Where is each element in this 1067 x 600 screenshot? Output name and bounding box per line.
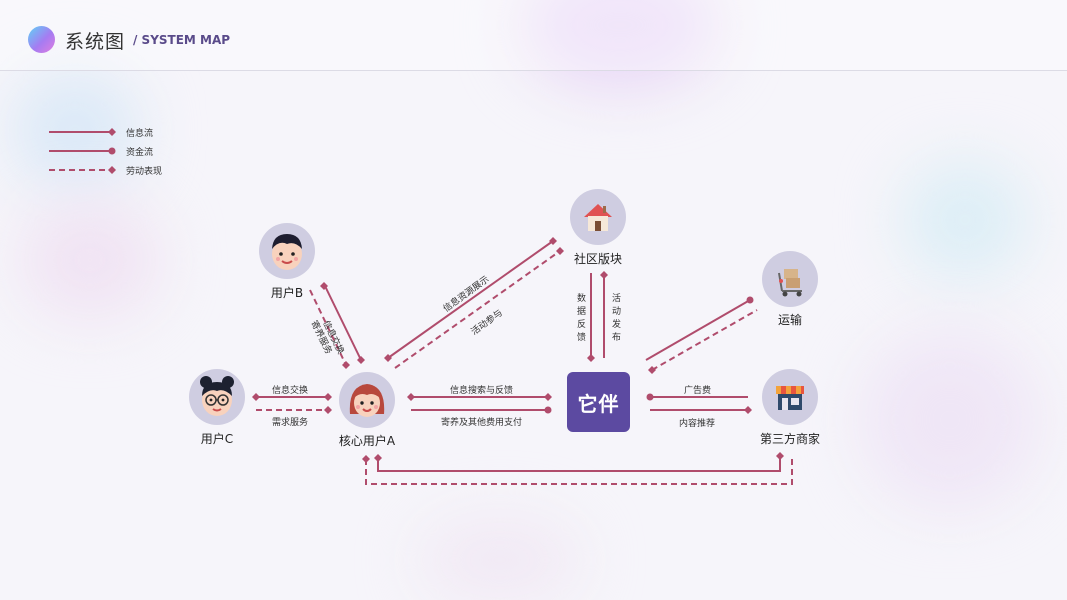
edge-label-c-info: 信息交换 — [272, 386, 309, 396]
page-subtitle: / SYSTEM MAP — [133, 33, 231, 47]
house-icon — [570, 189, 626, 245]
diamond-marker — [544, 393, 552, 401]
diamond-marker — [342, 361, 350, 369]
girl-glasses-face-icon — [189, 369, 245, 425]
diamond-marker — [549, 237, 557, 245]
storefront-icon — [762, 369, 818, 425]
edge-bottom-labor — [365, 456, 793, 485]
edge-label-c-demand: 需求服务 — [272, 418, 309, 428]
diamond-marker — [324, 393, 332, 401]
edge-label-activity-publish: 活动发布 — [612, 294, 622, 343]
logo-dot-icon — [28, 26, 55, 53]
edge-a-activity — [394, 250, 561, 369]
circle-marker — [544, 406, 552, 414]
node-label-core-user: 核心用户A — [338, 434, 396, 448]
legend-label-info: 信息流 — [126, 129, 154, 139]
edge-label-ad-fee: 广告费 — [684, 386, 712, 396]
legend-circle-marker — [108, 147, 116, 155]
legend-diamond-marker — [108, 166, 116, 174]
edge-transport-labor — [651, 309, 758, 371]
edge-label-a-payment: 寄养及其他费用支付 — [441, 418, 523, 428]
diamond-marker — [384, 354, 392, 362]
edge-transport-info — [645, 299, 751, 361]
node-label-user-c: 用户C — [200, 432, 234, 446]
circle-marker — [746, 296, 754, 304]
edge-b-foster — [309, 289, 347, 366]
header-bar: 系统图 / SYSTEM MAP — [0, 0, 1067, 71]
diamond-marker — [600, 271, 608, 279]
diamond-marker — [362, 455, 370, 463]
edge-b-info — [324, 285, 362, 361]
edge-label-a-search: 信息搜索与反馈 — [450, 386, 514, 396]
diamond-marker — [648, 366, 656, 374]
legend-label-money: 资金流 — [126, 148, 154, 158]
edge-a-display — [387, 240, 554, 359]
diamond-marker — [776, 452, 784, 460]
diamond-marker — [744, 406, 752, 414]
edge-label-data-feedback: 数据反馈 — [577, 294, 587, 343]
edge-bottom-info — [377, 456, 781, 472]
diamond-marker — [320, 282, 328, 290]
diamond-marker — [407, 393, 415, 401]
edge-label-content-recommend: 内容推荐 — [679, 419, 716, 429]
diamond-marker — [374, 454, 382, 462]
diamond-marker — [324, 406, 332, 414]
diamond-marker — [252, 393, 260, 401]
girl-face-icon — [339, 372, 395, 428]
node-label-user-b: 用户B — [270, 286, 304, 300]
page-title: 系统图 — [65, 31, 126, 53]
diamond-marker — [587, 354, 595, 362]
boy-face-icon — [259, 223, 315, 279]
circle-marker — [646, 393, 654, 401]
node-label-transport: 运输 — [777, 313, 803, 327]
legend-diamond-marker — [108, 128, 116, 136]
diamond-marker — [556, 247, 564, 255]
diamond-marker — [357, 356, 365, 364]
delivery-cart-icon — [762, 251, 818, 307]
platform-brand-logo[interactable]: 它伴 — [567, 372, 630, 432]
node-label-merchant: 第三方商家 — [759, 432, 821, 446]
legend-label-labor: 劳动表现 — [126, 167, 163, 177]
node-label-community: 社区版块 — [573, 252, 623, 266]
